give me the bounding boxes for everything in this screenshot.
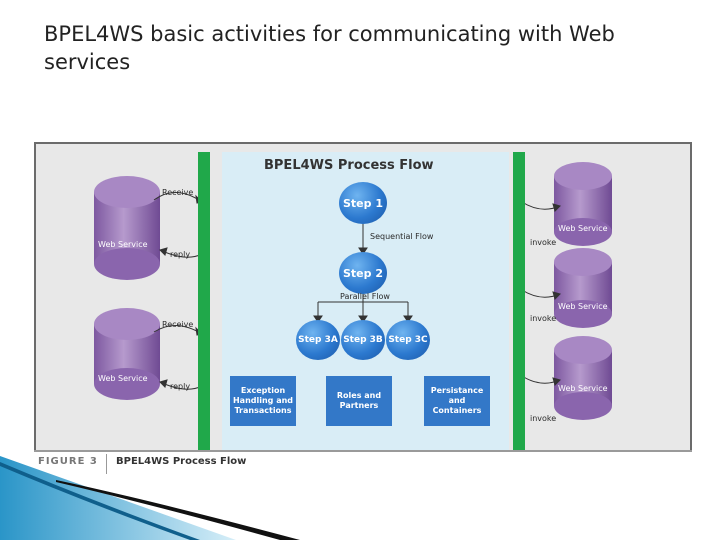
right-service-3-cylinder <box>554 336 612 420</box>
teal-swoosh <box>0 456 236 540</box>
step-3c-node: Step 3C <box>386 320 430 360</box>
left-service-1-reply: reply <box>170 250 191 259</box>
right-arrows <box>521 201 561 386</box>
slide-title: BPEL4WS basic activities for communicati… <box>44 22 615 74</box>
exception-handling-box: Exception Handling and Transactions <box>230 376 296 426</box>
figure: BPEL4WS Process Flow Step 1 Sequential F… <box>24 138 696 480</box>
persistence-containers-box: Persistance and Containers <box>424 376 490 426</box>
caption-divider <box>34 450 692 452</box>
left-service-2-cylinder <box>94 308 160 400</box>
left-green-bar <box>198 152 210 450</box>
figure-frame: BPEL4WS Process Flow Step 1 Sequential F… <box>34 142 692 452</box>
right-service-1-label: Web Service <box>558 224 608 233</box>
step-2-node: Step 2 <box>339 252 387 294</box>
right-service-1-cylinder <box>554 162 612 246</box>
right-service-2-cylinder <box>554 248 612 328</box>
caption-separator <box>106 454 107 474</box>
right-service-2-label: Web Service <box>558 302 608 311</box>
left-service-1-label: Web Service <box>98 240 148 249</box>
left-arrows <box>153 192 204 390</box>
right-service-2-invoke: invoke <box>530 314 557 323</box>
panel-title: BPEL4WS Process Flow <box>264 158 434 173</box>
left-service-1-cylinder <box>94 176 160 280</box>
left-service-2-receive: Receive <box>162 320 194 329</box>
step-1-node: Step 1 <box>339 182 387 224</box>
right-service-3-invoke: invoke <box>530 414 557 423</box>
left-services-layer <box>94 162 612 420</box>
right-green-bar <box>513 152 525 450</box>
left-service-2-reply: reply <box>170 382 191 391</box>
roles-partners-box: Roles and Partners <box>326 376 392 426</box>
right-service-1-invoke: invoke <box>530 238 557 247</box>
step-3b-node: Step 3B <box>341 320 385 360</box>
parallel-flow-label: Parallel Flow <box>340 292 390 301</box>
sequential-flow-label: Sequential Flow <box>370 232 434 241</box>
left-service-2-label: Web Service <box>98 374 148 383</box>
flow-connectors <box>313 224 413 323</box>
figure-number: FIGURE 3 <box>38 456 98 467</box>
step-3a-node: Step 3A <box>296 320 340 360</box>
figure-caption: BPEL4WS Process Flow <box>116 456 247 467</box>
black-swoosh <box>56 480 300 540</box>
right-service-3-label: Web Service <box>558 384 608 393</box>
left-service-1-receive: Receive <box>162 188 194 197</box>
